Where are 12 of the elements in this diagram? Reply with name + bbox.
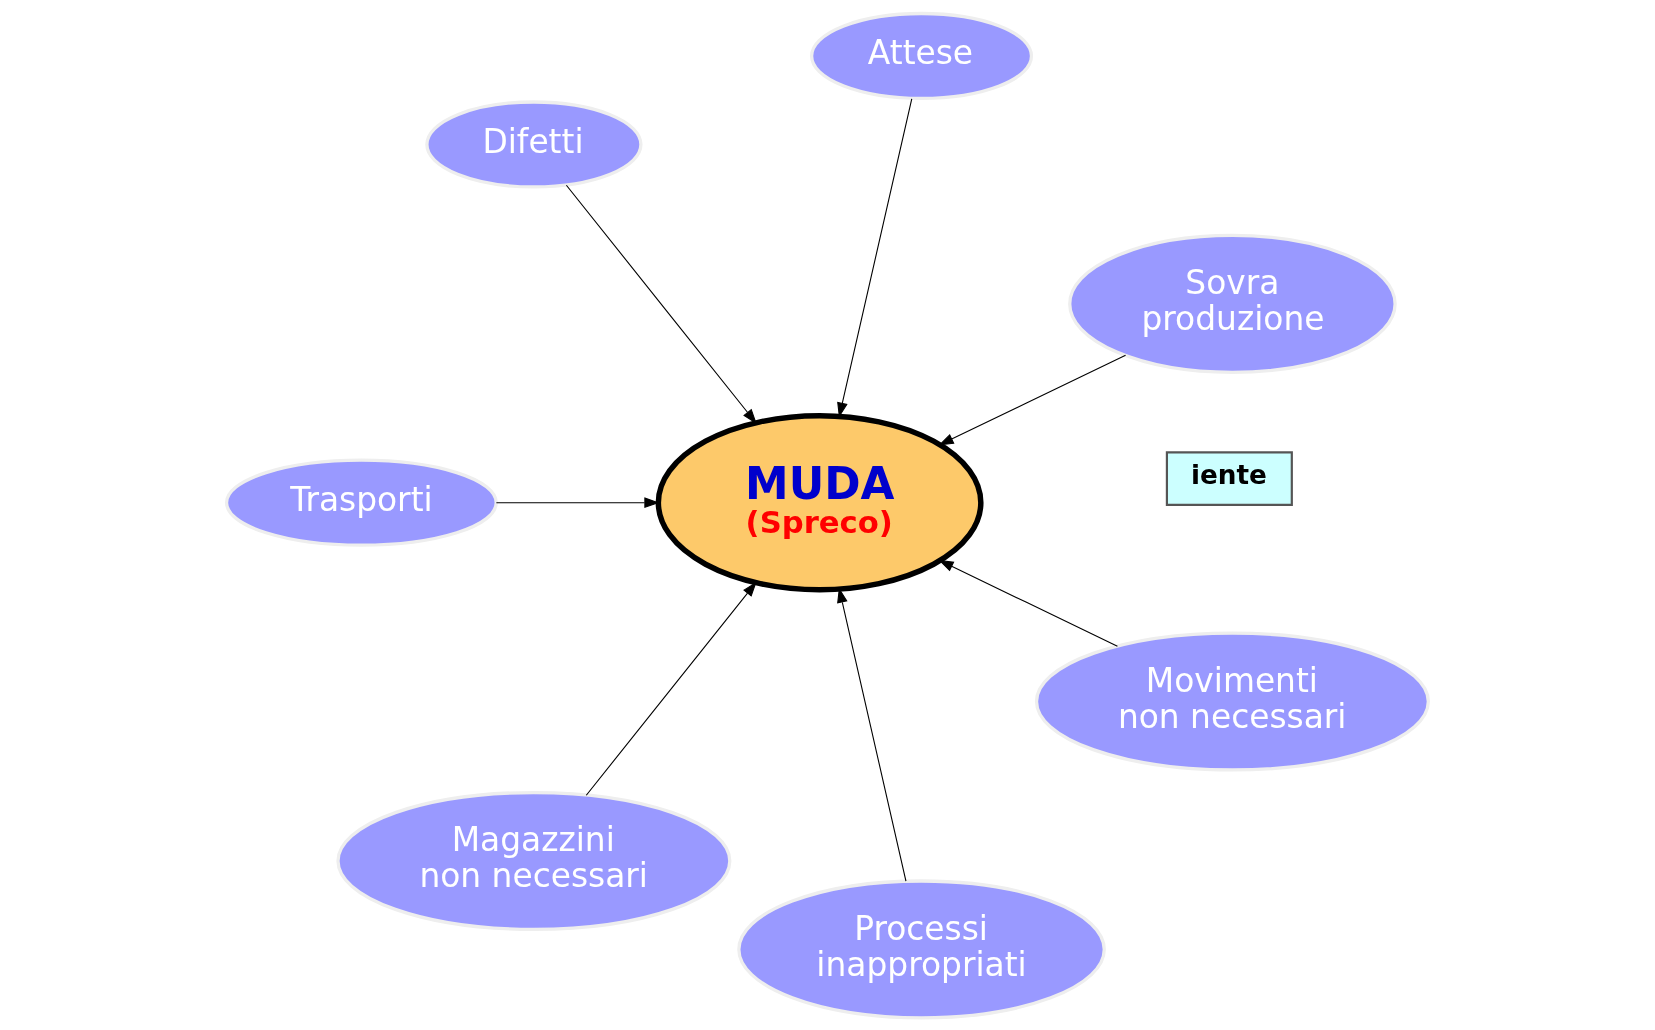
node-ellipse: Movimenti non necessari — [1034, 630, 1430, 772]
node-ellipse: Sovra produzione — [1068, 233, 1397, 374]
node-ellipse: Attese — [810, 11, 1034, 100]
arrow — [565, 184, 757, 424]
node-ellipse: Processi inappropriati — [737, 878, 1106, 1019]
label: iente — [1191, 459, 1267, 490]
node-ellipse: Magazzini non necessari — [336, 790, 732, 931]
node-ellipse: Difetti — [425, 99, 643, 189]
arrow — [938, 354, 1127, 446]
node-ellipse: Trasporti — [224, 458, 498, 547]
arrow — [938, 559, 1118, 647]
node-ellipse: MUDA (Spreco) — [655, 412, 984, 592]
